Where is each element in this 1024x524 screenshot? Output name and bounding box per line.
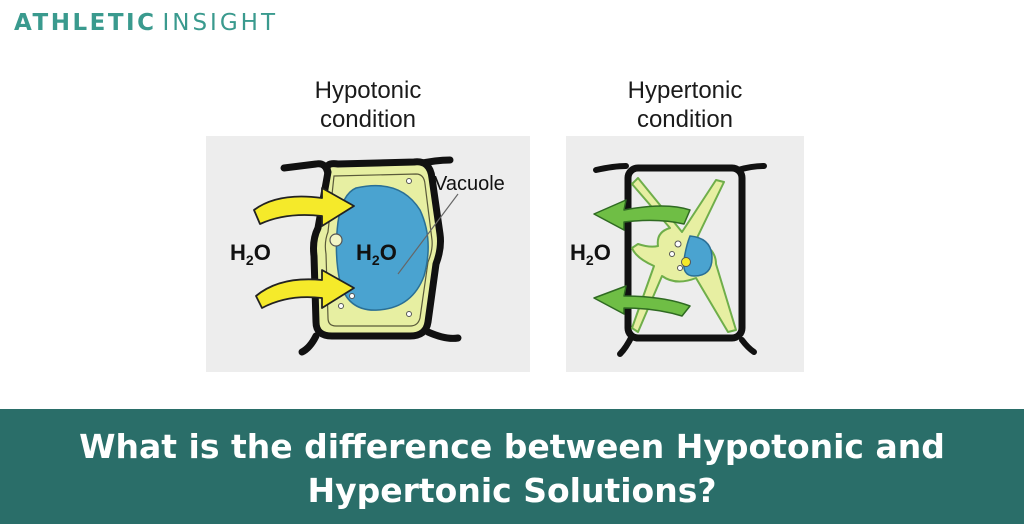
hypertonic-cell-diagram: H2O xyxy=(570,163,767,357)
organelle-small xyxy=(669,251,675,257)
water-outflow-arrow xyxy=(593,285,691,317)
cell-membrane xyxy=(324,173,433,327)
hypertonic-caption-line2: condition xyxy=(636,106,734,133)
water-inside-label: H2O xyxy=(356,240,397,268)
water-outflow-arrow xyxy=(593,199,691,231)
cell-wall-top-left-line xyxy=(593,163,629,173)
organelle-small xyxy=(677,265,683,271)
organelle-nucleus xyxy=(681,257,691,267)
organelle-large xyxy=(329,233,343,247)
article-title-line2: Hypertonic Solutions? xyxy=(307,471,717,510)
organelle-small xyxy=(406,178,412,184)
water-outside-label: H2O xyxy=(230,240,271,268)
water-outside-label: H2O xyxy=(570,240,611,268)
cell-wall-bottom-right-line xyxy=(739,337,757,355)
organelle-small xyxy=(674,240,682,248)
hypotonic-caption-line2: condition xyxy=(319,106,417,133)
hypertonic-caption-line1: Hypertonic xyxy=(627,77,743,104)
title-banner: What is the difference between Hypotonic… xyxy=(0,409,1024,524)
organelle-small xyxy=(406,311,412,317)
organelle-small xyxy=(338,303,344,309)
article-title-line1: What is the difference between Hypotonic… xyxy=(79,427,945,466)
water-inflow-arrow xyxy=(253,187,355,227)
vacuole-label: Vacuole xyxy=(434,173,505,195)
vacuole-pointer-line xyxy=(397,193,459,275)
cell-wall-bottom-right-line xyxy=(424,328,462,342)
cell-wall-top-left-line xyxy=(280,160,332,178)
hypotonic-cell-diagram: H2O H2O Vacuole xyxy=(230,156,505,356)
brand-word-athletic: ATHLETIC xyxy=(14,10,157,36)
vacuole xyxy=(335,184,429,311)
cell-wall-bottom-left-line xyxy=(298,332,320,356)
hypertonic-cell-panel: H2O xyxy=(566,136,804,372)
shrunken-cytoplasm xyxy=(631,177,737,333)
hypotonic-caption-line1: Hypotonic xyxy=(314,77,422,104)
article-title: What is the difference between Hypotonic… xyxy=(0,425,1024,513)
hypertonic-caption: Hypertonic condition xyxy=(566,76,804,134)
hypotonic-cell-panel: H2O H2O Vacuole xyxy=(206,136,530,372)
brand-word-insight: INSIGHT xyxy=(162,10,278,36)
water-inflow-arrow xyxy=(255,269,355,309)
vacuole xyxy=(682,235,713,277)
hypotonic-caption: Hypotonic condition xyxy=(208,76,528,134)
cell-wall xyxy=(624,164,746,342)
organelle-small xyxy=(349,293,355,299)
